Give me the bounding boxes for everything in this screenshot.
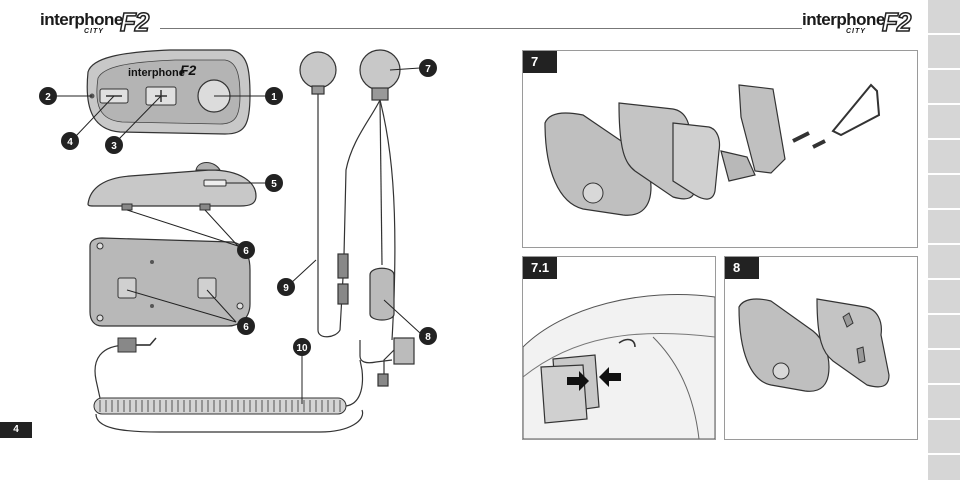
right-page: interphone CITY F2 7 7.1	[480, 0, 960, 480]
callout-4: 4	[61, 132, 79, 150]
svg-text:8: 8	[425, 332, 431, 343]
svg-text:interphone: interphone	[128, 67, 185, 79]
callout-6-back: 6	[237, 317, 255, 335]
panel-7-1-label: 7.1	[523, 257, 558, 279]
callout-6-side: 6	[237, 241, 255, 259]
header-rule-left	[160, 28, 480, 29]
svg-text:F2: F2	[180, 62, 197, 78]
headset-kit	[299, 49, 415, 387]
panel-8: 8	[724, 256, 918, 440]
callout-8: 8	[419, 327, 437, 345]
brand-logo-right: interphone CITY F2	[802, 6, 912, 38]
section-tab	[928, 315, 960, 350]
svg-text:3: 3	[111, 141, 117, 152]
section-tab	[928, 245, 960, 280]
svg-text:9: 9	[283, 283, 289, 294]
coiled-cable	[93, 337, 364, 433]
section-tab	[928, 175, 960, 210]
callout-2: 2	[39, 87, 57, 105]
svg-text:4: 4	[67, 137, 73, 148]
svg-text:1: 1	[271, 92, 277, 103]
page-number: 4	[0, 422, 32, 438]
section-tab	[928, 140, 960, 175]
section-tab	[928, 0, 960, 35]
intercom-unit-front: interphone F2	[86, 49, 251, 135]
callout-1: 1	[265, 87, 283, 105]
panel-8-label: 8	[725, 257, 759, 279]
leader-lines	[56, 67, 421, 404]
section-tabs	[928, 0, 960, 480]
callout-9: 9	[277, 278, 295, 296]
section-tab	[928, 420, 960, 455]
svg-text:5: 5	[271, 179, 277, 190]
panel-7-1-illustration	[523, 294, 715, 439]
panel-7-1: 7.1	[522, 256, 716, 440]
intercom-unit-side	[87, 162, 257, 211]
callout-3: 3	[105, 136, 123, 154]
callout-7: 7	[419, 59, 437, 77]
panel-8-illustration	[738, 298, 890, 392]
section-tab	[928, 350, 960, 385]
section-tab	[928, 105, 960, 140]
svg-text:6: 6	[243, 246, 249, 257]
section-tab	[928, 210, 960, 245]
components-illustration: interphone F2	[39, 49, 437, 433]
svg-text:2: 2	[45, 92, 51, 103]
svg-text:6: 6	[243, 322, 249, 333]
left-page: interphone CITY F2 interphone F2	[0, 6, 480, 438]
brand-logo-left: interphone CITY F2	[40, 6, 150, 38]
callout-5: 5	[265, 174, 283, 192]
callout-10: 10	[293, 338, 311, 356]
section-tab	[928, 35, 960, 70]
svg-text:7: 7	[425, 64, 431, 75]
panel-7-label: 7	[523, 51, 557, 73]
section-tab	[928, 385, 960, 420]
intercom-unit-back	[89, 237, 251, 327]
panel-7-illustration	[544, 83, 881, 216]
header-rule-right	[480, 28, 802, 29]
panel-7: 7	[522, 50, 918, 248]
section-tab	[928, 280, 960, 315]
svg-text:10: 10	[296, 343, 308, 354]
section-tab	[928, 70, 960, 105]
